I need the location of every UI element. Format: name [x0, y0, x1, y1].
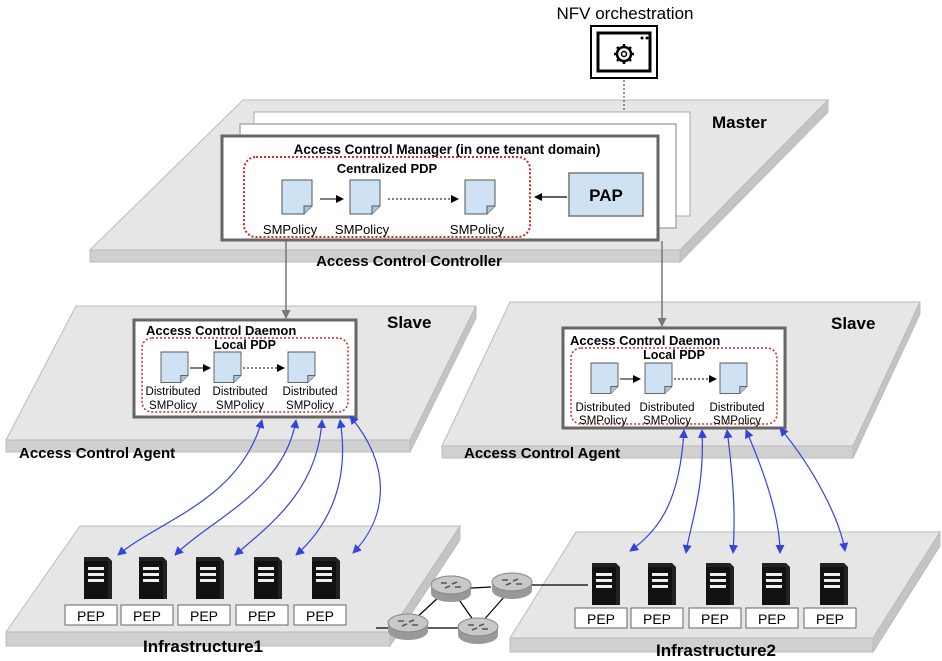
local-pdp-box-right — [570, 347, 778, 425]
server-icon — [706, 563, 734, 605]
local-pdp-box-left — [141, 337, 349, 413]
server-icon — [84, 557, 112, 599]
server-icon — [648, 563, 676, 605]
slave-label-left: Slave — [387, 313, 431, 332]
pdp-pep-links-left — [117, 415, 382, 556]
distributed-policy-label: Distributed — [283, 386, 338, 398]
pep-label: PEP — [643, 611, 671, 627]
infrastructure2-label: Infrastructure2 — [656, 641, 776, 660]
distributed-smpolicy-icon — [719, 362, 748, 395]
agent-label-right: Access Control Agent — [464, 445, 620, 462]
centralized-pdp-title: Centralized PDP — [337, 161, 438, 176]
pep-label: PEP — [77, 608, 105, 624]
pep-box — [574, 607, 628, 629]
distributed-smpolicy-icon — [160, 351, 189, 384]
pep-box — [177, 604, 231, 626]
smpolicy-document-icon — [281, 179, 313, 215]
server-icon — [762, 563, 790, 605]
smpolicy-document-icon — [464, 179, 496, 215]
nfv-orchestration-icon — [590, 25, 658, 79]
pep-label: PEP — [190, 608, 218, 624]
controller-label: Access Control Controller — [316, 253, 502, 270]
centralized-pdp-box — [243, 156, 531, 238]
server-icon — [196, 557, 224, 599]
agent-label-left: Access Control Agent — [19, 445, 175, 462]
distributed-policy-label: Distributed — [576, 402, 631, 414]
pep-box — [293, 604, 347, 626]
distributed-smpolicy-icon — [213, 351, 242, 384]
distributed-policy-label: Distributed — [710, 402, 765, 414]
infrastructure1-label: Infrastructure1 — [143, 637, 263, 656]
distributed-smpolicy-icon — [287, 351, 316, 384]
pep-label: PEP — [248, 608, 276, 624]
pap-box — [568, 172, 644, 217]
distributed-policy-label: SMPolicy — [713, 415, 761, 427]
router-network — [376, 572, 588, 645]
distributed-policy-label: Distributed — [146, 386, 201, 398]
pep-box — [120, 604, 174, 626]
distributed-smpolicy-icon — [590, 362, 619, 395]
server-icon — [820, 563, 848, 605]
distributed-policy-label: SMPolicy — [216, 400, 264, 412]
pep-box — [235, 604, 289, 626]
distributed-smpolicy-icon — [644, 362, 673, 395]
distributed-policy-label: SMPolicy — [286, 400, 334, 412]
daemon-title-left: Access Control Daemon — [146, 323, 296, 338]
infrastructure2-peps — [574, 607, 857, 629]
server-icon — [312, 557, 340, 599]
smpolicy-label: SMPolicy — [263, 222, 318, 237]
local-pdp-title-left: Local PDP — [214, 338, 276, 352]
distributed-policy-label: SMPolicy — [643, 415, 691, 427]
pep-box — [64, 604, 118, 626]
router-icon — [491, 572, 533, 600]
pep-box — [745, 607, 799, 629]
server-icon — [139, 557, 167, 599]
router-icon — [430, 575, 472, 603]
router-icon — [387, 613, 429, 641]
pep-label: PEP — [306, 608, 334, 624]
pep-box — [688, 607, 742, 629]
smpolicy-label: SMPolicy — [450, 222, 505, 237]
distributed-policy-label: SMPolicy — [149, 400, 197, 412]
pep-label: PEP — [587, 611, 615, 627]
nfv-orchestration-label: NFV orchestration — [557, 4, 694, 23]
server-icon — [592, 563, 620, 605]
server-icon — [254, 557, 282, 599]
smpolicy-document-icon — [349, 179, 381, 215]
pep-label: PEP — [701, 611, 729, 627]
pdp-pep-links-right — [629, 427, 849, 554]
local-pdp-title-right: Local PDP — [643, 348, 705, 362]
router-icon — [457, 617, 499, 645]
master-label: Master — [712, 113, 767, 132]
distributed-policy-label: Distributed — [640, 402, 695, 414]
distributed-policy-label: Distributed — [213, 386, 268, 398]
daemon-title-right: Access Control Daemon — [570, 333, 720, 348]
pep-label: PEP — [816, 611, 844, 627]
pep-box — [803, 607, 857, 629]
pap-label: PAP — [589, 186, 623, 205]
pep-label: PEP — [758, 611, 786, 627]
pep-box — [630, 607, 684, 629]
distributed-policy-label: SMPolicy — [579, 415, 627, 427]
smpolicy-label: SMPolicy — [335, 222, 390, 237]
infrastructure1-peps — [64, 604, 347, 626]
slave-label-right: Slave — [831, 314, 875, 333]
pep-label: PEP — [133, 608, 161, 624]
manager-title: Access Control Manager (in one tenant do… — [294, 142, 601, 157]
